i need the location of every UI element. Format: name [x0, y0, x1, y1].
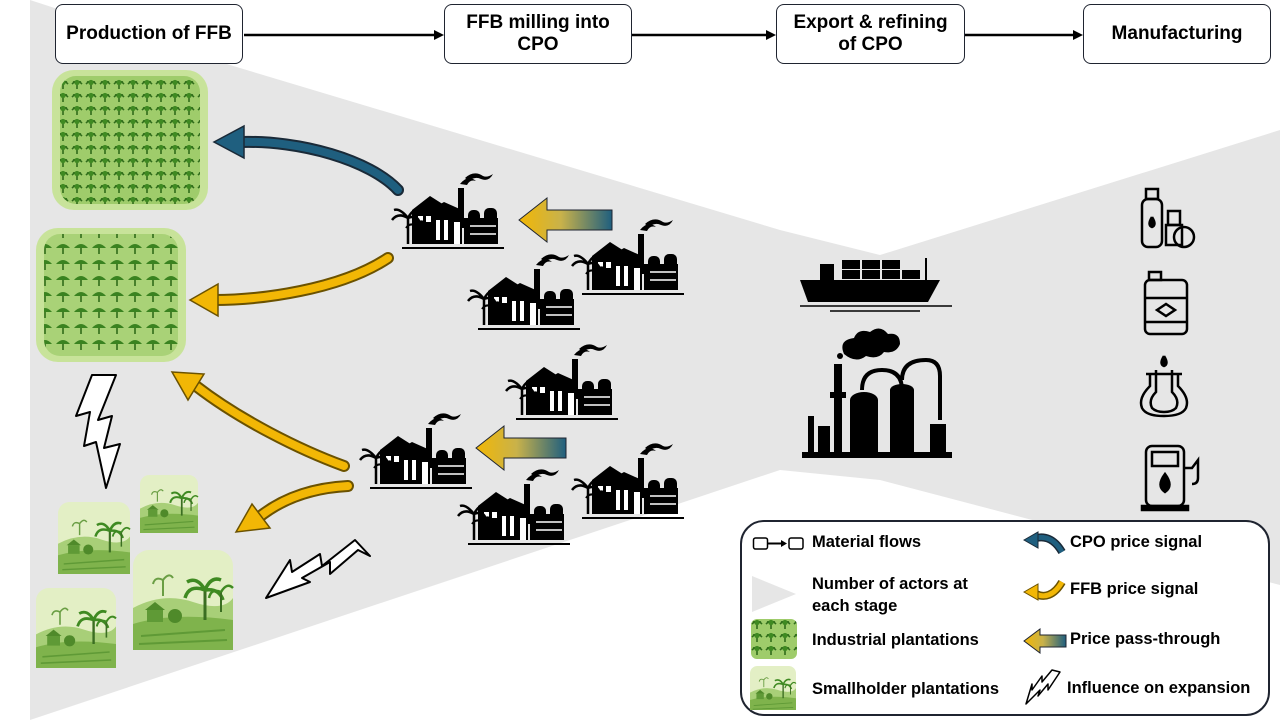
stage-ffb-milling: FFB milling into CPO: [444, 4, 632, 64]
cpo-price-signal-legend-icon: [1022, 531, 1066, 555]
legend-actors: Number of actors at each stage: [812, 575, 968, 615]
legend-industrial-plantations: Industrial plantations: [812, 631, 979, 649]
ffb-price-signal-legend-icon: [1022, 579, 1066, 601]
actors-funnel-production: [30, 0, 780, 720]
ffb-price-signal-arrow-1: [188, 252, 394, 318]
material-flow-arrows: [244, 30, 1083, 40]
fuel-pump-icon: [1140, 444, 1200, 512]
legend-material-flows: Material flows: [812, 533, 922, 551]
cosmetics-icon: [1140, 187, 1196, 249]
smallholder-plantation-2: [138, 473, 200, 535]
actors-legend-icon: [752, 576, 796, 612]
smallholder-plantation-3: [131, 548, 235, 652]
cpo-price-signal-arrow: [212, 124, 404, 196]
material-flows-legend-icon: [752, 537, 804, 550]
price-pass-through-arrow-lower: [475, 424, 567, 472]
stage-label: Export & refining of CPO: [793, 12, 948, 55]
cargo-ship-icon: [800, 258, 952, 312]
influence-on-expansion-legend-icon: [1025, 669, 1061, 705]
price-pass-through-legend-icon: [1023, 628, 1067, 654]
influence-on-expansion-arrow-left: [75, 374, 121, 489]
stage-export-refining: Export & refining of CPO: [776, 4, 965, 64]
price-pass-through-arrow-upper: [518, 196, 613, 244]
smallholder-plantation-legend-icon: [750, 666, 797, 710]
chemicals-icon: [1139, 355, 1189, 418]
legend-smallholder-plantations: Smallholder plantations: [812, 680, 1000, 698]
ffb-price-signal-arrow-2: [170, 371, 350, 472]
industrial-plantation-middle: [36, 228, 186, 362]
legend-influence-on-expansion: Influence on expansion: [1067, 679, 1251, 697]
refinery-icon: [802, 328, 952, 458]
influence-on-expansion-arrow-lower: [265, 539, 371, 599]
actors-funnel-export: [780, 130, 1280, 585]
smallholder-plantation-4: [34, 586, 118, 670]
legend-cpo-price-signal: CPO price signal: [1070, 533, 1203, 551]
legend-ffb-price-signal: FFB price signal: [1070, 580, 1199, 598]
smallholder-plantation-1: [56, 500, 132, 576]
stage-manufacturing: Manufacturing: [1083, 4, 1271, 64]
industrial-plantation-legend-icon: [751, 619, 797, 659]
ffb-price-signal-arrow-3: [234, 480, 354, 533]
stage-label: Production of FFB: [66, 23, 232, 44]
legend-price-pass-through: Price pass-through: [1070, 630, 1221, 648]
detergent-icon: [1143, 270, 1189, 336]
industrial-plantation-top: [52, 70, 208, 210]
stage-production-of-ffb: Production of FFB: [55, 4, 243, 64]
legend: Material flows CPO price signal Number o…: [740, 520, 1270, 716]
stage-label: Manufacturing: [1111, 23, 1243, 44]
stage-label: FFB milling into CPO: [466, 12, 610, 55]
